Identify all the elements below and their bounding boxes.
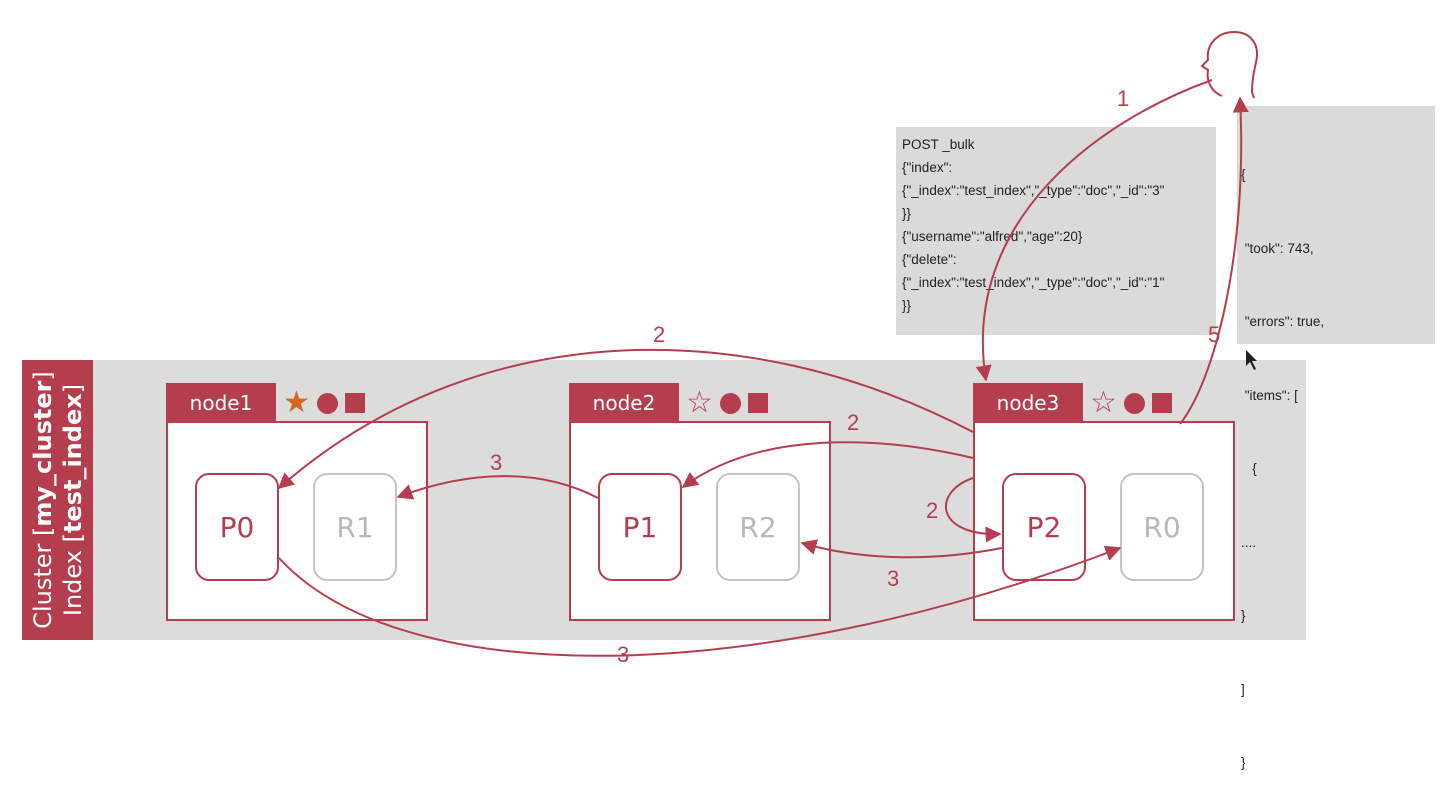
step1-arrow	[975, 79, 1213, 382]
request-line: POST _bulk	[902, 137, 975, 152]
node1-label: node1	[166, 383, 276, 423]
data-circle-icon	[719, 392, 741, 414]
master-star-icon: ★	[283, 385, 310, 420]
shard-r1: R1	[313, 473, 397, 581]
response-line: }	[1241, 608, 1246, 623]
response-line: ....	[1241, 534, 1257, 550]
response-line: }	[1241, 755, 1246, 770]
node3-label: node3	[973, 383, 1083, 423]
shard-p1: P1	[598, 473, 682, 581]
request-line: }}	[902, 298, 912, 313]
shard-r2: R2	[716, 473, 800, 581]
step-label: 3	[887, 566, 900, 591]
step-label: 3	[490, 450, 503, 475]
request-line: {"delete":	[902, 252, 957, 267]
ingest-square-icon	[1151, 393, 1172, 413]
request-line: {"_index":"test_index","_type":"doc","_i…	[902, 275, 1165, 290]
mouse-cursor-icon	[1246, 350, 1257, 370]
request-line: }}	[902, 206, 912, 221]
response-line: "errors": true,	[1241, 314, 1325, 329]
flow-arrows	[277, 30, 1258, 657]
node1-markers: ★	[283, 388, 365, 418]
step3-mid-arrow	[800, 539, 1003, 559]
shard-r0: R0	[1120, 473, 1204, 581]
node2-markers: ☆	[686, 388, 768, 418]
request-line: {"username":"alfred","age":20}	[902, 229, 1083, 244]
node2-label: node2	[569, 383, 679, 423]
step5-arrow	[1179, 96, 1249, 425]
step-label: 3	[617, 642, 630, 667]
data-circle-icon	[1123, 392, 1145, 414]
request-line: {"_index":"test_index","_type":"doc","_i…	[902, 183, 1165, 198]
bulk-request-box: POST _bulk {"index": {"_index":"test_ind…	[896, 127, 1216, 335]
cluster-label: Cluster [my_cluster] Index [test_index]	[22, 360, 93, 640]
step-label: 1	[1117, 86, 1130, 111]
ingest-square-icon	[344, 393, 365, 413]
node3-markers: ☆	[1090, 388, 1172, 418]
response-line: "items": [	[1241, 387, 1298, 403]
step-label: 2	[653, 322, 666, 347]
step2-loop-arrow	[945, 477, 1002, 543]
step3-bottom-arrow	[278, 545, 1122, 657]
step-label: 5	[1208, 322, 1221, 347]
step2-top-arrow	[277, 348, 974, 490]
bulk-response-box: { "took": 743, "errors": true, "items": …	[1237, 106, 1435, 770]
star-outline-icon: ☆	[686, 385, 713, 420]
ingest-square-icon	[747, 393, 768, 413]
shard-p0: P0	[195, 473, 279, 581]
step-label: 2	[847, 410, 860, 435]
step-label: 2	[926, 498, 939, 523]
shard-p2: P2	[1002, 473, 1086, 581]
step3-left-arrow	[396, 475, 599, 500]
step2-mid-arrow	[681, 441, 974, 488]
response-line: {	[1241, 461, 1257, 476]
client-head-icon	[1200, 30, 1258, 99]
response-line: {	[1241, 167, 1246, 182]
request-line: {"index":	[902, 160, 953, 175]
data-circle-icon	[316, 392, 338, 414]
response-line: "took": 743,	[1241, 240, 1314, 256]
response-line: ]	[1241, 681, 1245, 697]
star-outline-icon: ☆	[1090, 385, 1117, 420]
